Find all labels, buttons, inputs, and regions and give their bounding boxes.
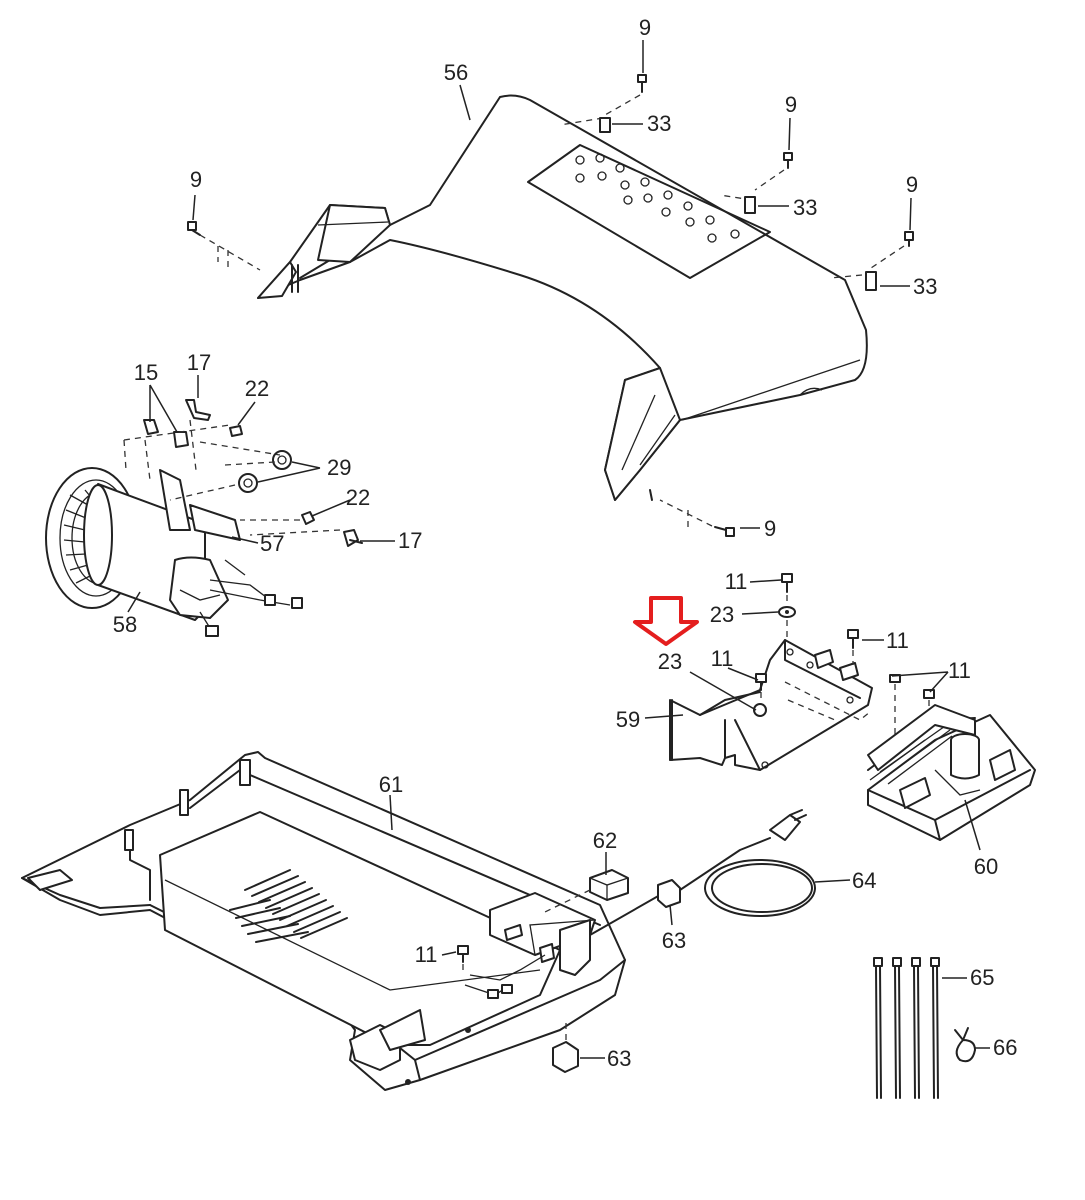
callout-9: 9 [639, 15, 651, 40]
callout-56: 56 [444, 60, 468, 85]
callout-22: 22 [346, 485, 370, 510]
bracket-fasteners [755, 573, 935, 740]
base-frame [21, 751, 626, 1091]
callout-60: 60 [974, 854, 998, 879]
callout-23: 23 [658, 649, 682, 674]
callout-29: 29 [327, 455, 351, 480]
vent-slots [229, 869, 348, 943]
callout-66: 66 [993, 1035, 1017, 1060]
callout-23: 23 [710, 602, 734, 627]
controller-board [867, 704, 1036, 841]
callout-58: 58 [113, 612, 137, 637]
callout-11: 11 [725, 569, 748, 594]
callout-11: 11 [948, 658, 971, 683]
callouts: 9 56 33 9 33 9 33 9 15 17 22 29 22 17 57… [113, 15, 1018, 1071]
base-fasteners [457, 945, 469, 975]
callout-61: 61 [379, 772, 403, 797]
wire-clip [954, 1027, 976, 1063]
callout-57: 57 [260, 531, 284, 556]
motor-assembly [45, 467, 303, 637]
callout-9: 9 [906, 172, 918, 197]
motor-hardware [123, 399, 363, 547]
hood-fasteners [187, 74, 914, 537]
callout-17: 17 [398, 528, 422, 553]
callout-11: 11 [886, 628, 909, 653]
callout-62: 62 [593, 828, 617, 853]
callout-33: 33 [647, 111, 671, 136]
callout-11: 11 [415, 942, 438, 967]
controller-bracket [669, 639, 873, 771]
callout-9: 9 [190, 167, 202, 192]
cable-ties [873, 957, 940, 1099]
callout-9: 9 [764, 516, 776, 541]
callout-65: 65 [970, 965, 994, 990]
highlight-arrow [633, 596, 699, 646]
callout-64: 64 [852, 868, 876, 893]
callout-63: 63 [662, 928, 686, 953]
vent-holes [575, 153, 740, 243]
callout-33: 33 [913, 274, 937, 299]
callout-11: 11 [711, 646, 734, 671]
callout-15: 15 [134, 360, 158, 385]
callout-33: 33 [793, 195, 817, 220]
leader-lines [127, 40, 990, 1059]
callout-17: 17 [187, 350, 211, 375]
callout-59: 59 [616, 707, 640, 732]
callout-22: 22 [245, 376, 269, 401]
electrical-parts [544, 809, 816, 1073]
callout-63: 63 [607, 1046, 631, 1071]
callout-9: 9 [785, 92, 797, 117]
motor-hood [257, 94, 868, 501]
